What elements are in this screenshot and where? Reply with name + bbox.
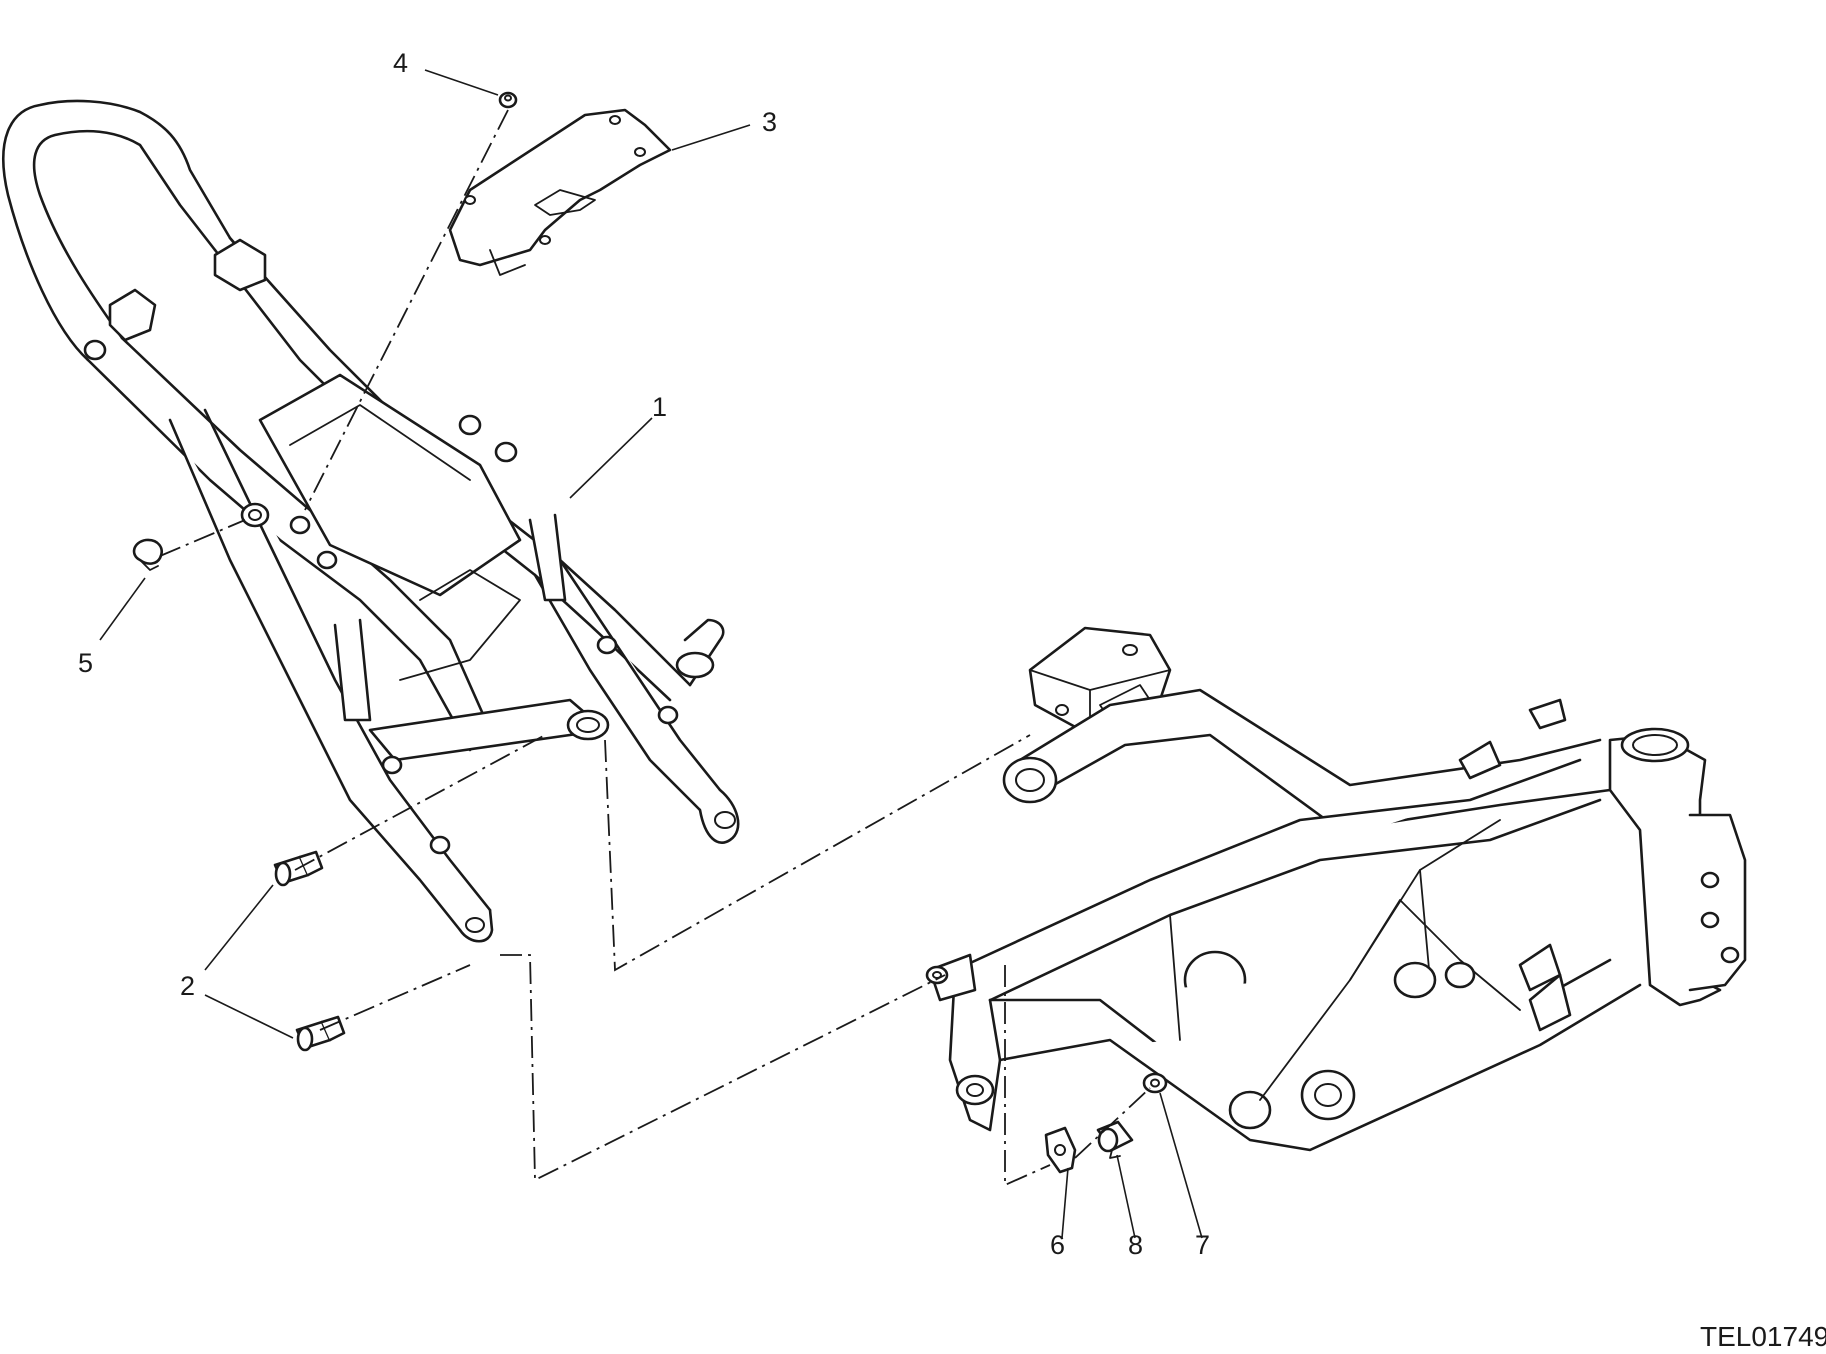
assembly-axes [159,109,1151,1187]
bracket-screw [498,91,518,109]
rear-subframe [2,99,740,943]
callout-5: 5 [78,648,93,678]
callout-2: 2 [180,971,195,1001]
callout-6: 6 [1050,1230,1065,1260]
callout-4: 4 [393,48,408,78]
cable-clip [1044,1126,1077,1174]
frame-nut [1142,1072,1168,1094]
spacer-bush [1096,1120,1134,1159]
main-frame [925,626,1747,1152]
rubber-grommet [132,538,163,571]
license-bracket [448,108,672,276]
callout-3: 3 [762,107,777,137]
callout-leaders [99,69,1203,1239]
callout-8: 8 [1128,1230,1143,1260]
subframe-bolt-upper [273,850,324,887]
drawing-code: TEL01749 [1700,1321,1826,1352]
callout-7: 7 [1195,1230,1210,1260]
callout-1: 1 [652,392,667,422]
